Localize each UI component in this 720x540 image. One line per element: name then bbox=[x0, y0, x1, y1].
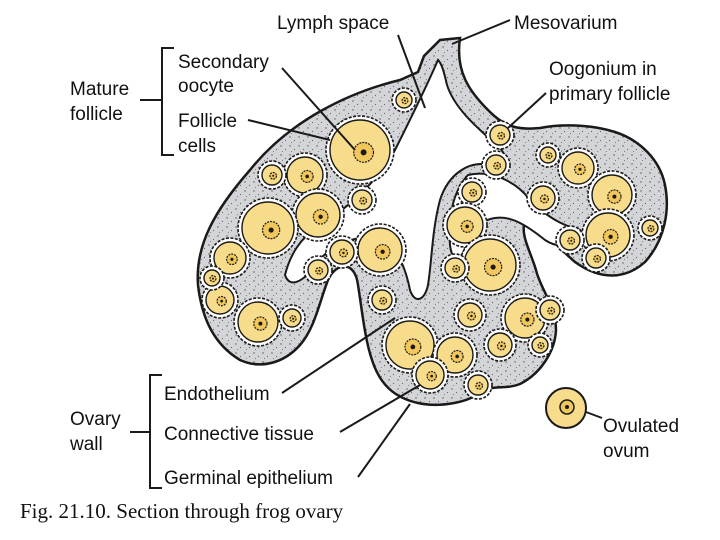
follicle bbox=[201, 281, 239, 319]
follicle bbox=[199, 265, 225, 291]
label-oocyte: oocyte bbox=[178, 76, 234, 97]
follicle bbox=[442, 202, 488, 248]
leader-ovulated-ovum bbox=[585, 411, 603, 419]
follicle bbox=[581, 243, 611, 273]
label-ovary: Ovary bbox=[70, 409, 121, 430]
follicle bbox=[587, 170, 637, 220]
label-lymph-space: Lymph space bbox=[277, 13, 389, 34]
label-germinal-epithelium: Germinal epithelium bbox=[164, 468, 333, 489]
follicle bbox=[257, 160, 287, 190]
leader-connective-tissue bbox=[339, 384, 421, 433]
follicle bbox=[453, 298, 487, 332]
label-follicle-word: Follicle bbox=[178, 111, 237, 132]
follicles bbox=[199, 87, 663, 400]
leader-mesovarium bbox=[451, 19, 511, 45]
leader-endothelium bbox=[281, 317, 396, 394]
leader-lymph-space bbox=[397, 34, 426, 109]
follicle bbox=[440, 253, 470, 283]
follicle bbox=[291, 188, 345, 242]
label-mesovarium: Mesovarium bbox=[514, 13, 617, 34]
label-primary-follicle: primary follicle bbox=[549, 84, 670, 105]
mature-follicle-bracket bbox=[140, 47, 174, 156]
follicle bbox=[457, 177, 487, 207]
label-ovum: ovum bbox=[603, 441, 649, 462]
ovary-wall-bracket bbox=[130, 374, 162, 489]
label-secondary: Secondary bbox=[178, 52, 269, 73]
leader-follicle-cells bbox=[247, 119, 331, 141]
follicle bbox=[209, 237, 251, 279]
follicle bbox=[535, 142, 561, 168]
follicle bbox=[237, 197, 299, 259]
leader-secondary-oocyte bbox=[281, 67, 356, 151]
follicle bbox=[411, 356, 449, 394]
label-oogonium-in: Oogonium in bbox=[549, 59, 657, 80]
follicle bbox=[481, 150, 511, 180]
leader-oogonium bbox=[507, 92, 547, 129]
follicle bbox=[367, 285, 397, 315]
follicle bbox=[282, 152, 328, 198]
label-cells: cells bbox=[178, 136, 216, 157]
follicle bbox=[325, 235, 359, 269]
follicle bbox=[463, 370, 493, 400]
follicle bbox=[353, 223, 407, 277]
follicle bbox=[347, 185, 377, 215]
follicle bbox=[325, 115, 395, 185]
follicle bbox=[391, 87, 417, 113]
ovulated-ovum-cell bbox=[545, 387, 587, 429]
follicle bbox=[526, 181, 560, 215]
label-ovulated: Ovulated bbox=[603, 416, 679, 437]
follicle bbox=[555, 225, 585, 255]
follicle bbox=[483, 328, 517, 362]
follicle bbox=[278, 304, 306, 332]
follicle bbox=[303, 255, 333, 285]
label-endothelium: Endothelium bbox=[164, 384, 270, 405]
follicle bbox=[459, 234, 521, 296]
label-wall: wall bbox=[69, 434, 103, 455]
figure-caption: Fig. 21.10. Section through frog ovary bbox=[20, 499, 344, 523]
label-mature: Mature bbox=[70, 79, 129, 100]
leader-germinal-epithelium bbox=[357, 403, 411, 478]
label-connective-tissue: Connective tissue bbox=[164, 424, 314, 445]
follicle bbox=[535, 295, 565, 325]
follicle bbox=[485, 120, 515, 150]
follicle bbox=[233, 297, 283, 347]
follicle bbox=[557, 147, 599, 189]
follicle bbox=[527, 332, 553, 358]
label-follicle: follicle bbox=[70, 104, 123, 125]
follicle bbox=[637, 215, 663, 241]
